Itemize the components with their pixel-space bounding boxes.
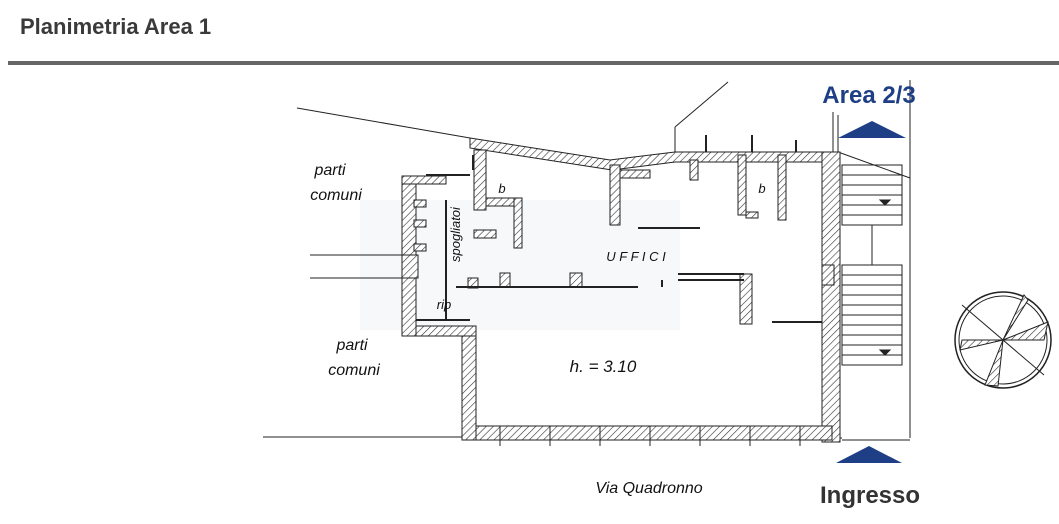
thin-walls xyxy=(416,135,822,323)
exterior-walls xyxy=(401,137,841,443)
common-area-bottom-line2: comuni xyxy=(328,362,380,379)
changing-rooms-label: spogliatoi xyxy=(448,206,463,262)
header-divider xyxy=(8,61,1059,65)
interior-walls xyxy=(413,149,835,325)
storage-label: rip xyxy=(437,297,451,312)
compass-icon xyxy=(954,291,1052,389)
staircase xyxy=(841,164,903,366)
entrance-arrow-icon xyxy=(836,446,902,463)
facade-windows xyxy=(499,426,801,446)
page-title: Planimetria Area 1 xyxy=(20,14,212,39)
street-label: Via Quadronno xyxy=(595,480,702,497)
common-area-top-line1: parti xyxy=(313,162,346,179)
offices-label: U F F I C I xyxy=(606,249,666,264)
common-area-bottom-line1: parti xyxy=(335,337,368,354)
ceiling-height-label: h. = 3.10 xyxy=(570,357,637,376)
entrance-label: Ingresso xyxy=(820,482,920,509)
bath-label-left: b xyxy=(498,181,505,196)
common-area-top-line2: comuni xyxy=(310,187,362,204)
area-label: Area 2/3 xyxy=(822,82,915,109)
area-arrow-icon xyxy=(838,121,906,138)
bath-label-right: b xyxy=(758,181,765,196)
